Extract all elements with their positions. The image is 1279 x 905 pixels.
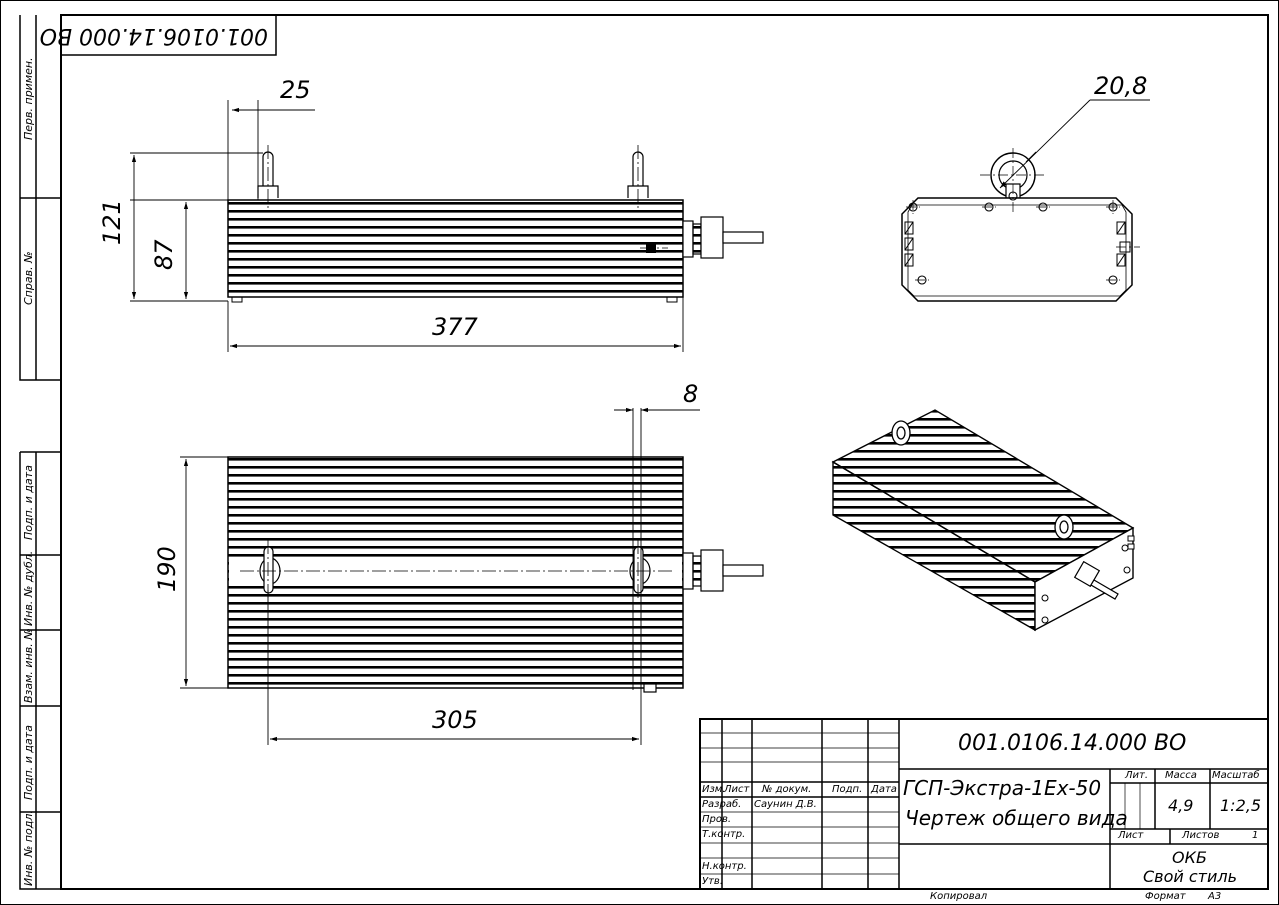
margin-vzam-inv: Взам. инв. №: [22, 628, 35, 703]
dimension-8: 8: [683, 380, 699, 408]
role-razrab: Разраб.: [702, 799, 742, 810]
corner-stamp: 001.0106.14.000 ВО: [39, 23, 268, 48]
dimension-20-8: 20,8: [1094, 72, 1148, 100]
margin-podp-data-1: Подп. и дата: [22, 465, 35, 540]
isometric-view: [831, 409, 1135, 632]
header-data: Дата: [871, 784, 897, 795]
margin-inv-podl: Инв. № подл.: [22, 810, 35, 886]
role-utv: Утв.: [702, 876, 723, 887]
header-izm: Изм.: [702, 784, 726, 795]
margin-perv-primen: Перв. примен.: [22, 57, 35, 140]
corner-stamp-box: [60, 14, 277, 56]
sheets-label: Листов: [1182, 830, 1220, 841]
org-line2: Свой стиль: [1143, 867, 1238, 886]
dimension-305: 305: [432, 706, 478, 734]
scale-label: Масштаб: [1212, 770, 1260, 781]
role-prov: Пров.: [702, 814, 732, 825]
mass-value: 4,9: [1168, 796, 1194, 815]
copied-label: Копировал: [930, 891, 988, 902]
margin-podp-data-2: Подп. и дата: [22, 725, 35, 800]
role-nkontr: Н.контр.: [702, 861, 747, 872]
title-name-line2: Чертеж общего вида: [905, 806, 1128, 830]
title-block: [699, 718, 1269, 890]
dimension-377: 377: [432, 313, 478, 341]
org-line1: ОКБ: [1172, 848, 1207, 867]
title-designation: 001.0106.14.000 ВО: [958, 731, 1187, 756]
header-podp: Подп.: [832, 784, 863, 795]
side-view: [901, 99, 1150, 302]
sheets-value: 1: [1252, 830, 1259, 841]
top-view: [180, 407, 764, 745]
scale-value: 1:2,5: [1220, 796, 1262, 815]
dimension-87: 87: [150, 239, 178, 270]
drawing-frame: [60, 14, 1269, 890]
title-name-line1: ГСП-Экстра-1Ex-50: [903, 776, 1102, 800]
role-tkontr: Т.контр.: [702, 829, 746, 840]
format-label: Формат: [1145, 891, 1186, 902]
dimension-121: 121: [98, 199, 126, 245]
front-view: [130, 100, 764, 352]
header-dokum: № докум.: [762, 784, 812, 795]
sheet-label: Лист: [1118, 830, 1144, 841]
header-list: Лист: [724, 784, 750, 795]
margin-sprav-no: Справ. №: [22, 251, 35, 305]
dimension-190: 190: [153, 546, 181, 592]
margin-inv-dubl: Инв. № дубл.: [22, 550, 35, 626]
dimension-25: 25: [280, 76, 311, 104]
side-margin-frame: [19, 15, 61, 890]
format-value: А3: [1208, 891, 1222, 902]
mass-label: Масса: [1165, 770, 1197, 781]
lit-label: Лит.: [1125, 770, 1149, 781]
developer-name: Саунин Д.В.: [754, 799, 817, 810]
